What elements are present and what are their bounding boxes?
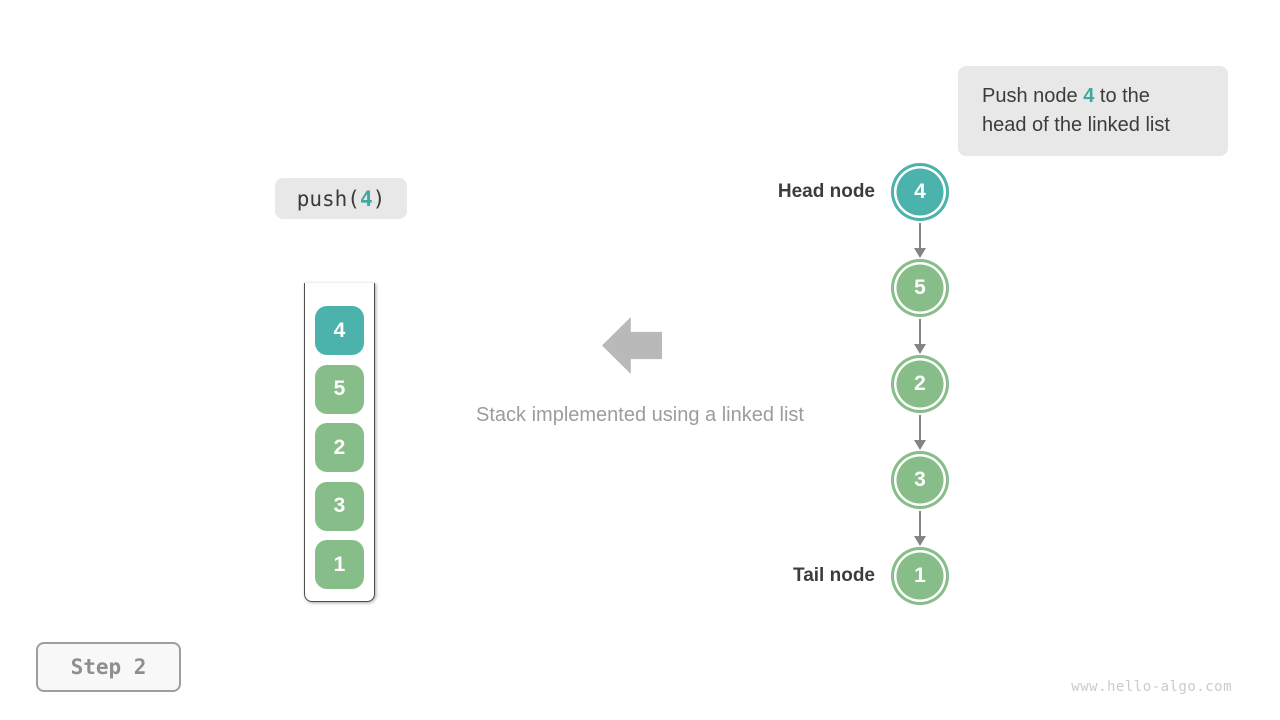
list-node: 2 — [891, 355, 949, 413]
tail-node-label: Tail node — [793, 565, 875, 586]
callout-text-prefix: Push node — [982, 85, 1084, 107]
down-arrow-icon — [914, 223, 927, 258]
callout-text-line2: head of the linked list — [982, 114, 1170, 136]
stack-item: 1 — [315, 540, 364, 589]
list-node: 3 — [891, 451, 949, 509]
connector-line — [918, 415, 922, 440]
list-node: 1 — [891, 547, 949, 605]
connector-line — [918, 223, 922, 248]
callout-text-suffix: to the — [1094, 85, 1150, 107]
callout-bubble: Push node 4 to the head of the linked li… — [958, 66, 1228, 156]
operation-arg: 4 — [359, 186, 373, 211]
stack-item: 2 — [315, 423, 364, 472]
stack-item: 3 — [315, 481, 364, 531]
caption-text: Stack implemented using a linked list — [476, 404, 804, 426]
arrowhead — [914, 440, 926, 450]
step-badge: Step 2 — [36, 642, 181, 692]
stack-item: 5 — [315, 364, 364, 414]
down-arrow-icon — [914, 511, 927, 546]
down-arrow-icon — [914, 319, 927, 354]
callout-highlight-value: 4 — [1083, 85, 1095, 107]
head-node-label: Head node — [777, 181, 875, 202]
operation-suffix: ) — [372, 186, 386, 211]
operation-prefix: push( — [296, 186, 360, 211]
stack-item: 4 — [315, 306, 364, 355]
connector-line — [918, 511, 922, 536]
arrowhead — [914, 344, 926, 354]
arrowhead — [914, 248, 926, 258]
list-node: 4 — [891, 163, 949, 221]
watermark-text: www.hello-algo.com — [1071, 679, 1232, 695]
stack-container: 4 5 2 3 1 — [304, 283, 375, 602]
list-node: 5 — [891, 259, 949, 317]
down-arrow-icon — [914, 415, 927, 450]
connector-line — [918, 319, 922, 344]
operation-label: push(4) — [275, 178, 407, 219]
arrowhead — [914, 536, 926, 546]
left-arrow-icon — [602, 317, 662, 374]
